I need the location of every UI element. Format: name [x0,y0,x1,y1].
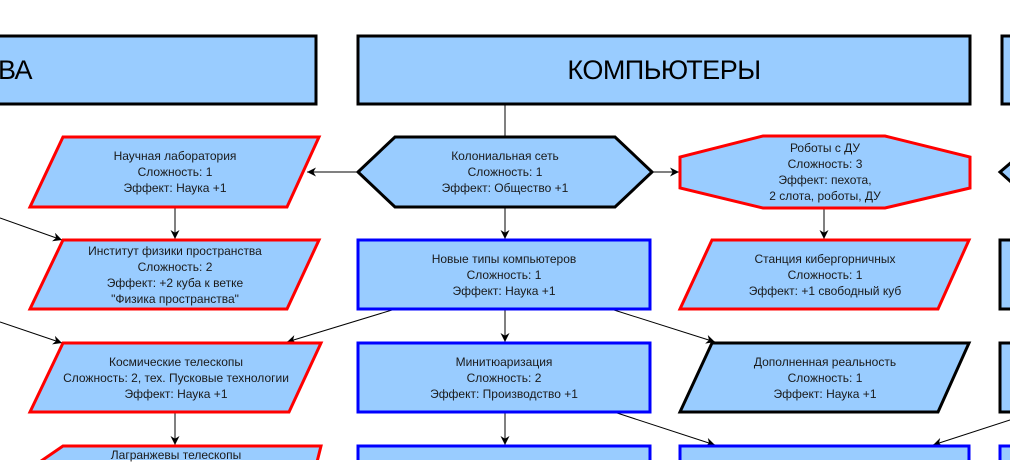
edges [0,105,1010,447]
node-sci-lab-shape[interactable] [27,135,322,209]
node-colonial-net-shape[interactable] [355,135,655,209]
header-box-right [1000,34,1010,106]
node-right-edge-row4[interactable] [998,444,1010,460]
edge-new-computers-to-space-telescopes [286,309,393,344]
node-bottom-center-shape[interactable] [356,444,652,460]
node-cyber-maids-shape[interactable] [677,238,972,311]
node-space-telescopes-shape[interactable] [27,341,324,414]
edge-offscreen-to-space-physics [0,217,63,242]
header-box-computers [356,34,972,106]
node-new-computers-shape[interactable] [356,238,652,311]
node-space-physics-shape[interactable] [27,238,322,311]
node-right-edge-row2[interactable] [998,238,1010,311]
node-miniaturization-shape[interactable] [356,341,652,414]
edge-offscreen-to-space-telescopes [0,321,63,345]
node-right-edge-hexagon[interactable] [997,155,1010,190]
header-box-left [0,34,318,106]
node-bottom-right-shape[interactable] [678,444,971,460]
node-augmented-reality-shape[interactable] [677,341,972,414]
edge-miniaturization-to-bottom-right [613,411,716,447]
node-lagrange-telescopes-shape[interactable] [28,444,323,460]
edge-offscreen-to-bottom-right [932,419,1010,447]
node-rc-robots-shape[interactable] [678,134,972,210]
node-right-edge-row3[interactable] [998,341,1010,414]
edge-new-computers-to-augmented-reality [613,309,716,344]
